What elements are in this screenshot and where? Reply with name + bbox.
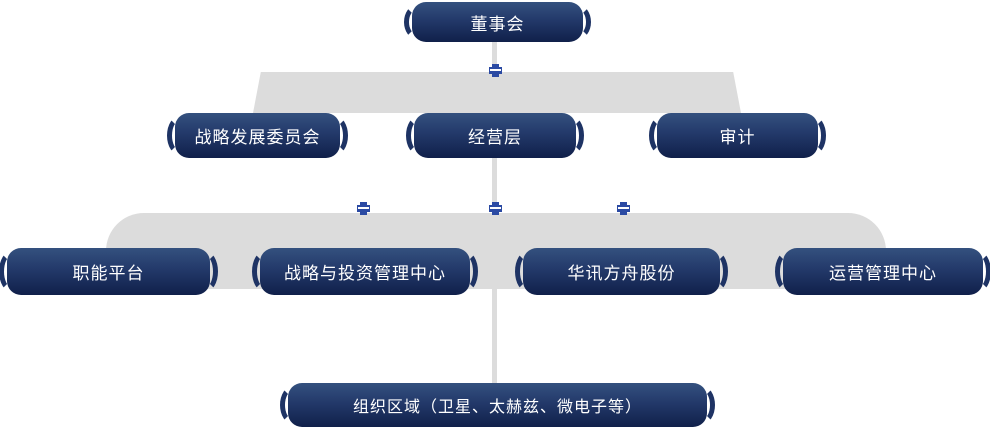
cross-icon <box>489 202 502 215</box>
node-strategy-committee-label: 战略发展委员会 <box>175 113 340 158</box>
node-audit-label: 审计 <box>657 113 818 158</box>
node-strategy-investment-center-label: 战略与投资管理中心 <box>260 248 470 295</box>
node-board: 董事会 <box>404 2 591 42</box>
node-functional-platform: 职能平台 <box>0 248 218 295</box>
node-audit: 审计 <box>649 113 826 158</box>
connector-band-level3 <box>106 213 886 289</box>
node-management: 经营层 <box>406 113 584 158</box>
node-functional-platform-label: 职能平台 <box>7 248 210 295</box>
connector-line-board <box>492 42 497 75</box>
node-board-label: 董事会 <box>412 2 583 42</box>
node-org-regions-label: 组织区域（卫星、太赫兹、微电子等） <box>288 383 707 427</box>
node-strategy-investment-center: 战略与投资管理中心 <box>252 248 478 295</box>
node-strategy-committee: 战略发展委员会 <box>167 113 348 158</box>
connector-band-level2 <box>253 72 741 113</box>
node-huaxun-ark-shares-label: 华讯方舟股份 <box>523 248 720 295</box>
node-huaxun-ark-shares: 华讯方舟股份 <box>515 248 728 295</box>
cross-icon <box>489 64 502 77</box>
node-operations-center-label: 运营管理中心 <box>783 248 983 295</box>
node-org-regions: 组织区域（卫星、太赫兹、微电子等） <box>280 383 715 427</box>
cross-icon <box>617 202 630 215</box>
node-operations-center: 运营管理中心 <box>775 248 990 295</box>
cross-icon <box>357 202 370 215</box>
node-management-label: 经营层 <box>414 113 576 158</box>
